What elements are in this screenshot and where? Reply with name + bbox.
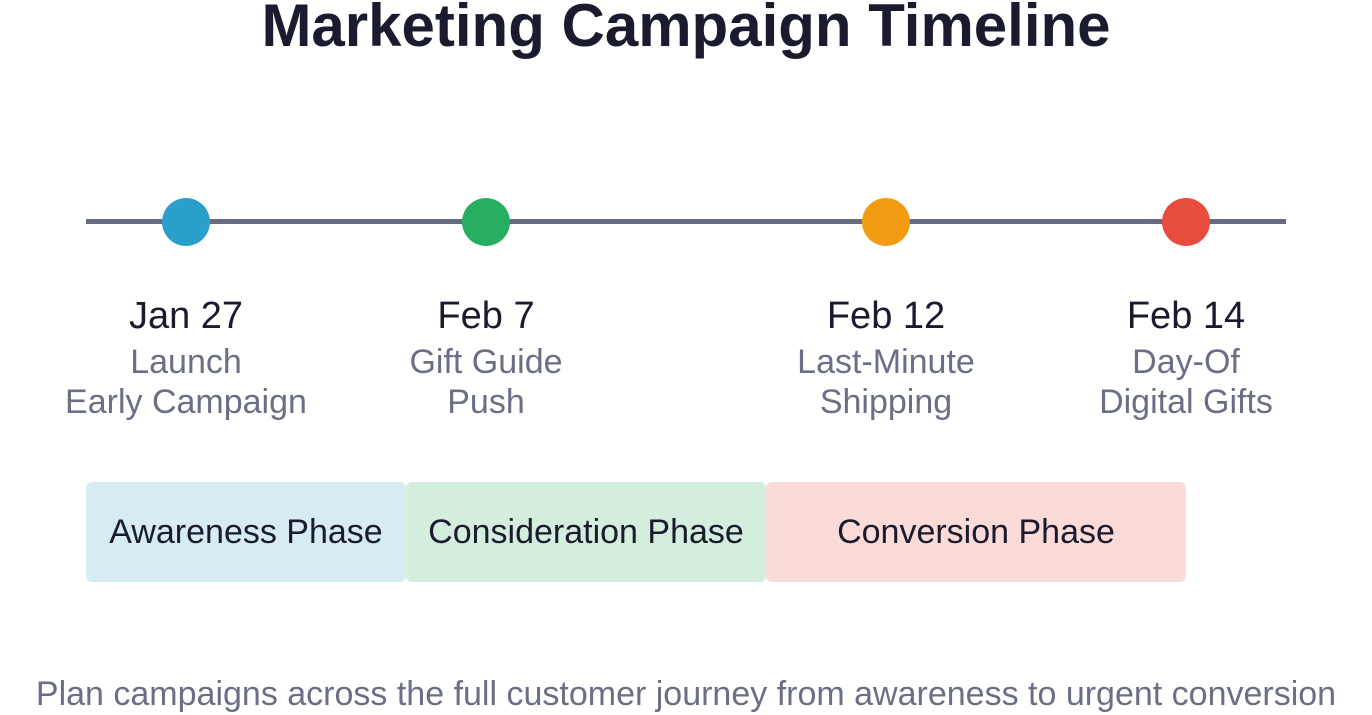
milestone-description: Gift Guide Push bbox=[336, 342, 636, 422]
phase-label: Conversion Phase bbox=[837, 512, 1115, 551]
milestone-marker bbox=[862, 198, 910, 246]
milestone-feb-14: Feb 14 Day-Of Digital Gifts bbox=[1036, 198, 1336, 422]
milestone-feb-7: Feb 7 Gift Guide Push bbox=[336, 198, 636, 422]
milestone-description-line: Gift Guide bbox=[409, 343, 563, 381]
timeline-axis bbox=[86, 219, 1286, 224]
phase-conversion: Conversion Phase bbox=[766, 482, 1186, 582]
milestone-description-line: Push bbox=[447, 383, 525, 421]
phase-awareness: Awareness Phase bbox=[86, 482, 406, 582]
phase-label: Awareness Phase bbox=[109, 512, 383, 551]
phase-consideration: Consideration Phase bbox=[406, 482, 766, 582]
milestone-description: Day-Of Digital Gifts bbox=[1036, 342, 1336, 422]
diagram-title: Marketing Campaign Timeline bbox=[261, 0, 1111, 59]
milestone-marker bbox=[462, 198, 510, 246]
milestone-marker bbox=[162, 198, 210, 246]
milestone-jan-27: Jan 27 Launch Early Campaign bbox=[36, 198, 336, 422]
phase-label: Consideration Phase bbox=[428, 512, 744, 551]
milestone-description-line: Day-Of bbox=[1132, 343, 1240, 381]
milestone-feb-12: Feb 12 Last-Minute Shipping bbox=[736, 198, 1036, 422]
milestone-date: Feb 14 bbox=[1126, 295, 1246, 337]
milestone-description-line: Digital Gifts bbox=[1099, 383, 1273, 421]
milestone-date: Jan 27 bbox=[128, 295, 244, 337]
milestone-description-line: Last-Minute bbox=[797, 343, 975, 381]
milestone-description-line: Launch bbox=[130, 343, 242, 381]
milestone-description: Last-Minute Shipping bbox=[736, 342, 1036, 422]
milestone-description-line: Early Campaign bbox=[65, 383, 307, 421]
diagram-caption: Plan campaigns across the full customer … bbox=[35, 675, 1337, 713]
milestone-marker bbox=[1162, 198, 1210, 246]
milestone-date: Feb 7 bbox=[437, 295, 535, 337]
milestone-date: Feb 12 bbox=[826, 295, 946, 337]
milestone-description-line: Shipping bbox=[819, 383, 953, 421]
milestone-description: Launch Early Campaign bbox=[36, 342, 336, 422]
